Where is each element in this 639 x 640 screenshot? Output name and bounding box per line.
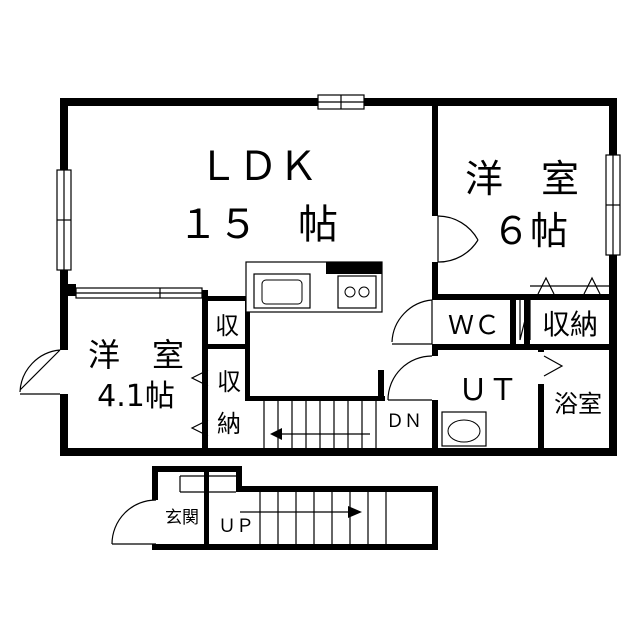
room-labels: ＬＤＫ １５ 帖 洋 室 ６帖 洋 室 4.1帖 ＷＣ 収納 収 収 納 ＵＴ … bbox=[88, 144, 602, 537]
stairs-down-label: ＤＮ bbox=[386, 411, 422, 432]
lower-floor bbox=[152, 466, 438, 550]
ldk-size: １５ 帖 bbox=[178, 202, 338, 248]
western-6-name: 洋 室 bbox=[465, 157, 579, 201]
doors bbox=[19, 215, 609, 545]
stairs-down bbox=[250, 401, 432, 448]
windows bbox=[56, 94, 621, 299]
fixtures bbox=[441, 299, 531, 447]
storage-left-label-1: 収 bbox=[217, 368, 241, 396]
western-6-size: ６帖 bbox=[492, 209, 568, 253]
bath-label: 浴室 bbox=[554, 390, 602, 418]
western-4-name: 洋 室 bbox=[88, 336, 184, 374]
storage-left-label-2: 納 bbox=[217, 410, 241, 438]
entrance-label: 玄関 bbox=[165, 508, 199, 528]
ldk-name: ＬＤＫ bbox=[198, 144, 318, 190]
ut-label: ＵＴ bbox=[458, 373, 518, 408]
kitchen-counter bbox=[245, 261, 383, 313]
western-4-size: 4.1帖 bbox=[97, 379, 175, 414]
wc-label: ＷＣ bbox=[448, 311, 500, 341]
storage-small-label: 収 bbox=[215, 312, 239, 340]
stairs-up-label: ＵＰ bbox=[218, 516, 254, 537]
storage-upper-label: 収納 bbox=[542, 308, 598, 341]
